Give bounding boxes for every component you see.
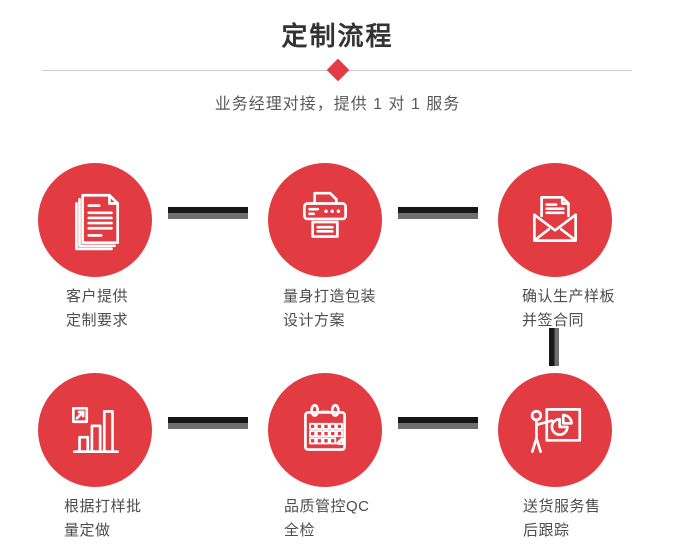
step-label: 确认生产样板 并签合同 — [522, 285, 615, 333]
connector-step5-step6 — [398, 417, 478, 429]
connector-step2-step3 — [398, 207, 478, 219]
step-label-line1: 确认生产样板 — [522, 288, 616, 305]
calendar-icon — [304, 403, 346, 451]
page-title: 定制流程 — [281, 21, 394, 51]
step-label-line1: 量身打造包装 — [283, 288, 377, 305]
envelope-icon — [533, 195, 577, 242]
step-label-line2: 量定做 — [64, 522, 111, 539]
process-step-delivery-aftersales: 送货服务售 后跟踪 — [498, 373, 612, 550]
presentation-icon — [530, 408, 582, 453]
step-circle — [498, 163, 612, 277]
bar-chart-icon — [72, 407, 120, 453]
process-step-sample-contract: 确认生产样板 并签合同 — [498, 163, 615, 353]
step-label-line2: 后跟踪 — [523, 522, 570, 539]
step-label: 根据打样批 量定做 — [64, 495, 142, 543]
connector-step1-step2 — [168, 207, 248, 219]
step-label-line1: 客户提供 — [66, 288, 129, 305]
subtitle: 业务经理对接，提供 1 对 1 服务 — [214, 96, 461, 113]
step-circle — [268, 163, 382, 277]
step-label-line1: 根据打样批 — [64, 498, 142, 515]
step-label-line2: 并签合同 — [522, 312, 585, 329]
step-label: 品质管控QC 全检 — [284, 495, 370, 543]
connector-step3-step6 — [549, 328, 559, 366]
process-step-packaging-design: 量身打造包装 设计方案 — [268, 163, 382, 353]
step-label: 送货服务售 后跟踪 — [523, 495, 601, 543]
step-label-line2: 设计方案 — [283, 312, 346, 329]
step-label: 客户提供 定制要求 — [66, 285, 128, 333]
step-label-line2: 全检 — [284, 522, 316, 539]
printer-icon — [303, 191, 347, 238]
process-step-quality-control: 品质管控QC 全检 — [268, 373, 382, 550]
step-circle — [498, 373, 612, 487]
connector-step4-step5 — [168, 417, 248, 429]
step-label-line1: 品质管控QC — [284, 498, 370, 515]
process-step-customer-requirements: 客户提供 定制要求 — [38, 163, 152, 353]
step-circle — [38, 373, 152, 487]
process-step-batch-production: 根据打样批 量定做 — [38, 373, 152, 550]
step-label-line2: 定制要求 — [66, 312, 129, 329]
step-circle — [38, 163, 152, 277]
step-label: 量身打造包装 设计方案 — [283, 285, 376, 333]
step-circle — [268, 373, 382, 487]
documents-icon — [75, 193, 120, 251]
step-label-line1: 送货服务售 — [523, 498, 601, 515]
diamond-icon — [326, 58, 350, 82]
